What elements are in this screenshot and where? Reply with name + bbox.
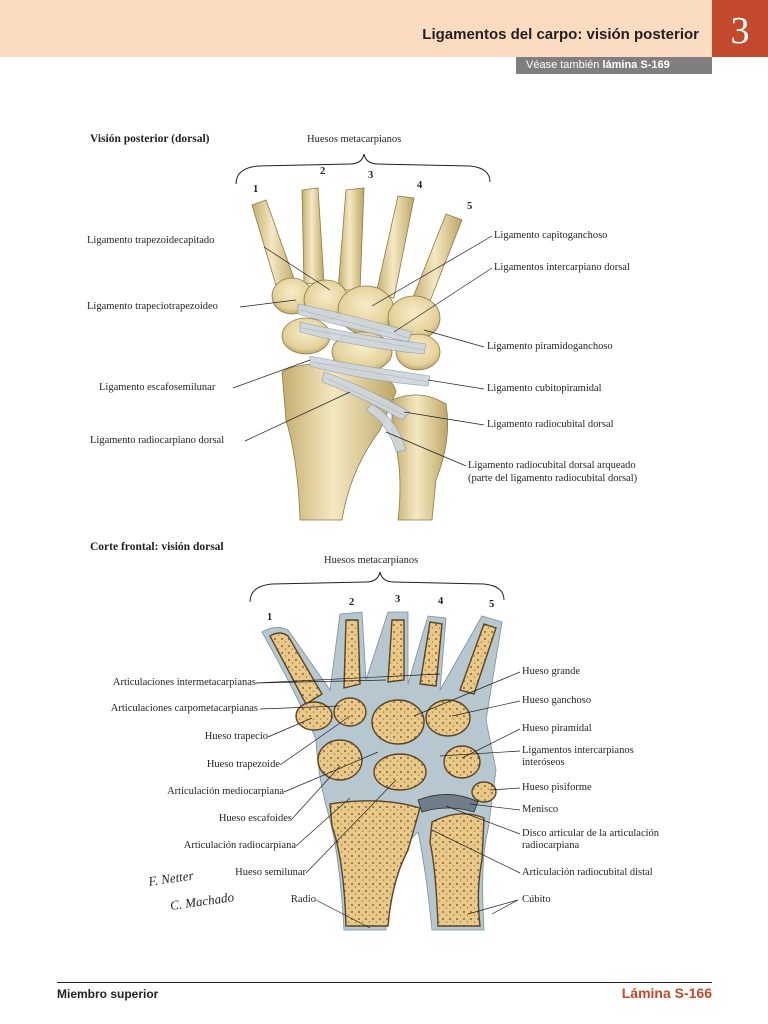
label-hueso-grande: Hueso grande xyxy=(522,666,581,677)
metacarpal-brace-top xyxy=(235,153,491,185)
ligaments-top xyxy=(297,303,431,453)
label-semilunar: Hueso semilunar xyxy=(235,867,306,878)
label-radiocubital-arqueado: Ligamento radiocubital dorsal arqueado xyxy=(468,460,636,471)
label-trapecio: Hueso trapecio xyxy=(204,731,268,742)
label-radiocubital-dorsal: Ligamento radiocubital dorsal xyxy=(487,419,614,430)
label-cubito: Cúbito xyxy=(522,894,551,905)
label-pisiforme: Hueso pisiforme xyxy=(522,782,592,793)
label-intercarpiano-dorsal: Ligamentos intercarpiano dorsal xyxy=(494,262,630,273)
metacarpal-number-3: 3 xyxy=(368,170,374,181)
header-band xyxy=(0,0,712,57)
label-trapezoidecapitado: Ligamento trapezoidecapitado xyxy=(87,235,215,246)
leader-lines-top xyxy=(232,235,493,467)
section-metacarpal-number-5: 5 xyxy=(489,599,495,610)
section-title-frontal: Corte frontal: visión dorsal xyxy=(90,541,224,553)
metacarpal-brace-bottom xyxy=(249,571,505,603)
label-radiocubital-arqueado-note: (parte del ligamento radiocubital dorsal… xyxy=(468,473,638,484)
footer-rule xyxy=(57,982,712,983)
label-piramidoganchoso: Ligamento piramidoganchoso xyxy=(487,341,613,352)
section-metacarpal-number-1: 1 xyxy=(267,612,273,623)
metacarpals-top xyxy=(251,187,463,307)
label-cubitopiramidal: Ligamento cubitopiramidal xyxy=(487,383,602,394)
metacarpals-label-top: Huesos metacarpianos xyxy=(307,134,402,145)
metacarpal-number-2: 2 xyxy=(320,166,326,177)
chapter-number: 3 xyxy=(712,0,768,57)
footer-plate-number: Lámina S-166 xyxy=(621,985,712,1001)
leader-lines-bottom xyxy=(255,671,521,929)
label-carpometacarpianas: Articulaciones carpometacarpianas xyxy=(110,703,258,714)
label-escafoides: Hueso escafoides xyxy=(218,813,292,824)
label-escafosemilunar: Ligamento escafosemilunar xyxy=(99,382,216,393)
label-capitoganchoso: Ligamento capitoganchoso xyxy=(494,230,608,241)
section-metacarpal-number-3: 3 xyxy=(395,594,401,605)
see-also-link[interactable]: lámina S-169 xyxy=(602,59,670,71)
label-intercarpianos: Ligamentos intercarpianos xyxy=(522,745,634,756)
label-trapeciotrapezoideo: Ligamento trapeciotrapezoideo xyxy=(87,301,218,312)
label-radio: Radio xyxy=(290,894,316,905)
forearm-bones-top xyxy=(281,363,448,521)
label-trapezoide: Hueso trapezoide xyxy=(206,759,280,770)
footer-section-name: Miembro superior xyxy=(57,987,159,1001)
metacarpal-number-5: 5 xyxy=(467,201,473,212)
label-radiocarpiana: Articulación radiocarpiana xyxy=(183,840,296,851)
label-menisco: Menisco xyxy=(522,804,559,815)
see-also-prefix: Véase también xyxy=(526,59,600,71)
label-disco-articular-2: radiocarpiana xyxy=(522,840,580,851)
label-mediocarpiana: Articulación mediocarpiana xyxy=(167,786,284,797)
section-metacarpal-number-2: 2 xyxy=(349,597,355,608)
label-ganchoso: Hueso ganchoso xyxy=(522,695,592,706)
label-radiocubital-distal: Articulación radiocubital distal xyxy=(522,867,653,878)
page-title: Ligamentos del carpo: visión posterior xyxy=(422,26,699,43)
metacarpals-label-bottom: Huesos metacarpianos xyxy=(324,555,419,566)
carpals-section xyxy=(269,619,497,927)
articular-disc xyxy=(417,794,479,813)
section-metacarpal-number-4: 4 xyxy=(438,596,444,607)
metacarpal-number-4: 4 xyxy=(417,180,423,191)
label-piramidal: Hueso piramidal xyxy=(522,723,592,734)
label-interoseos: interóseos xyxy=(522,757,565,768)
label-radiocarpiano-dorsal: Ligamento radiocarpiano dorsal xyxy=(90,435,225,446)
label-intermetacarpianas: Articulaciones intermetacarpianas xyxy=(112,677,256,688)
section-title-posterior: Visión posterior (dorsal) xyxy=(90,133,210,145)
label-disco-articular: Disco articular de la articulación xyxy=(522,828,660,839)
metacarpal-number-1: 1 xyxy=(253,184,259,195)
see-also-reference[interactable]: Véase también lámina S-169 xyxy=(516,57,712,74)
